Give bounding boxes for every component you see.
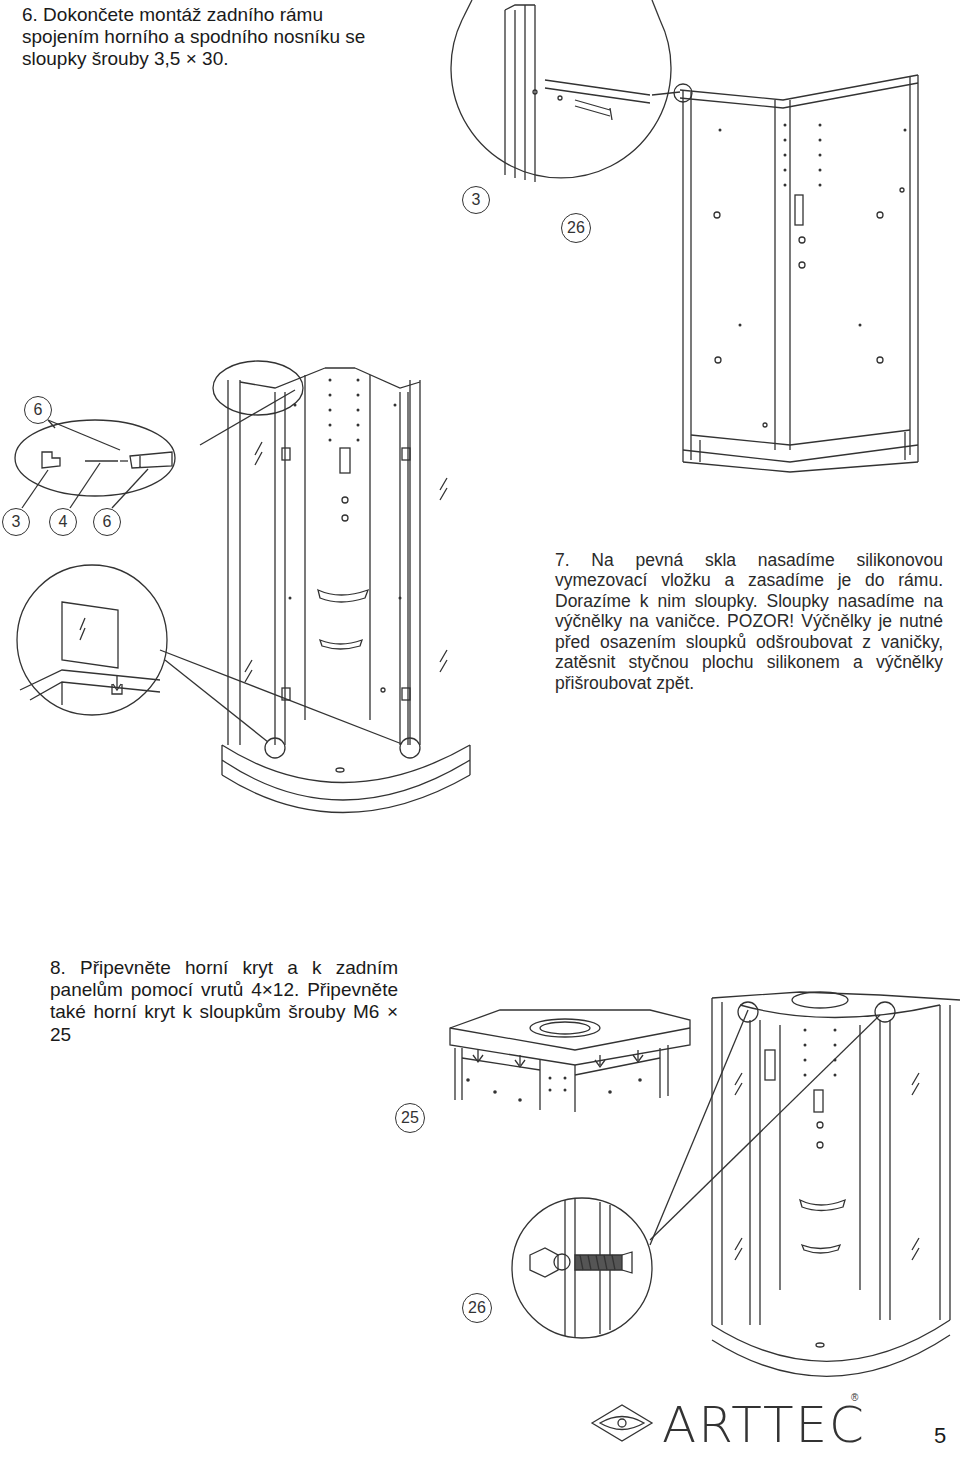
callout-circle: 25: [395, 1103, 425, 1133]
shower-cabin-2: [712, 992, 960, 1376]
callout-circle: 26: [561, 213, 591, 243]
brand-logo: ARTTEC: [662, 1396, 866, 1455]
callout-circle: 6: [24, 396, 52, 424]
callout-number: 6: [34, 401, 43, 419]
instruction-text: 8. Připevněte horní kryt a k zadním pane…: [50, 957, 398, 1046]
page-number: 5: [934, 1423, 946, 1449]
callout-number: 3: [12, 513, 21, 531]
callout-circle: 3: [462, 186, 490, 214]
callout-circle: 26: [462, 1293, 492, 1323]
callout-number: 26: [468, 1299, 486, 1317]
instruction-text: 7. Na pevná skla nasadíme silikonovou vy…: [555, 550, 943, 693]
callout-number: 6: [103, 513, 112, 531]
callout-number: 3: [472, 191, 481, 209]
roof-detail: [450, 1010, 690, 1112]
profile-detail: [15, 420, 175, 508]
callout-number: 4: [59, 513, 68, 531]
frame-detail: [451, 0, 680, 182]
callout-circle: 4: [49, 508, 77, 536]
tray-detail: [17, 565, 402, 744]
logo-mark: [592, 1405, 652, 1441]
shower-cabin: [200, 361, 470, 813]
instruction-text: 6. Dokončete montáž zadního rámu spojení…: [22, 4, 394, 71]
callout-circle: 6: [93, 508, 121, 536]
callout-circle: 3: [2, 508, 30, 536]
screw-detail: [512, 1010, 880, 1338]
callout-number: 25: [401, 1109, 419, 1127]
callout-number: 26: [567, 219, 585, 237]
registered-mark: ®: [851, 1392, 858, 1404]
rear-frame: [674, 75, 918, 472]
